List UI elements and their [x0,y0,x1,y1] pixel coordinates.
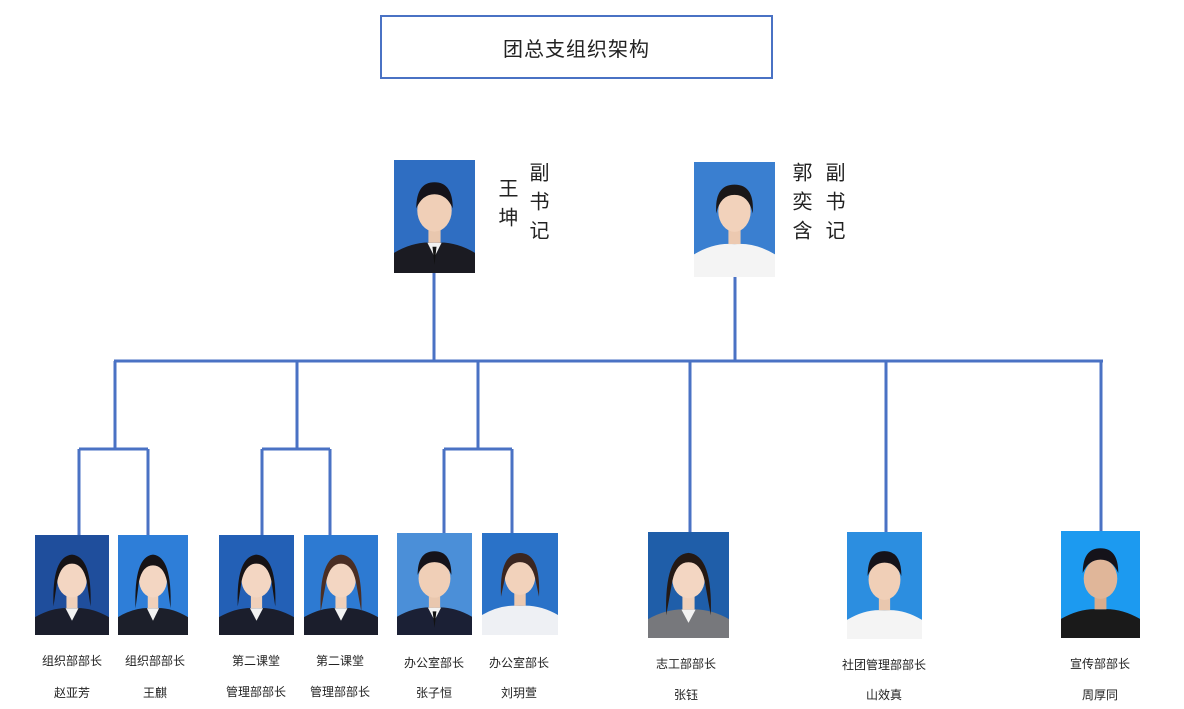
member-name-5: 张子恒 [415,686,453,700]
member-name-7: 张钰 [673,688,699,702]
member-title-4b: 管理部部长 [309,685,371,699]
member-title-5: 办公室部长 [403,656,465,670]
member-name-9: 周厚同 [1081,688,1119,702]
member-photo-1 [35,535,109,635]
member-title-3: 第二课堂 [231,654,281,668]
member-title-6: 办公室部长 [488,656,550,670]
member-title-8: 社团管理部部长 [841,658,927,672]
member-title-9: 宣传部部长 [1069,657,1131,671]
member-title-4: 第二课堂 [315,654,365,668]
member-photo-3 [219,535,294,635]
member-photo-4 [304,535,378,635]
member-photo-2 [118,535,188,635]
leader-role-2: 副书记 [822,162,846,249]
member-name-1: 赵亚芳 [53,686,91,700]
member-photo-9 [1061,531,1140,638]
member-title-7: 志工部部长 [655,657,717,671]
member-title-2: 组织部部长 [124,654,186,668]
member-photo-6 [482,533,558,635]
member-title-1: 组织部部长 [41,654,103,668]
member-photo-8 [847,532,922,639]
member-photo-7 [648,532,729,638]
leader-name-2: 郭奕含 [789,162,813,249]
leader-photo-1 [394,160,475,273]
member-name-8: 山效真 [865,688,903,702]
leader-name-1: 王坤 [495,178,519,236]
leader-role-1: 副书记 [526,162,550,249]
member-name-6: 刘玥萱 [500,686,538,700]
member-photo-5 [397,533,472,635]
leader-photo-2 [694,162,775,277]
member-title-3b: 管理部部长 [225,685,287,699]
member-name-2: 王麒 [142,686,168,700]
org-chart-title: 团总支组织架构 [380,15,773,79]
